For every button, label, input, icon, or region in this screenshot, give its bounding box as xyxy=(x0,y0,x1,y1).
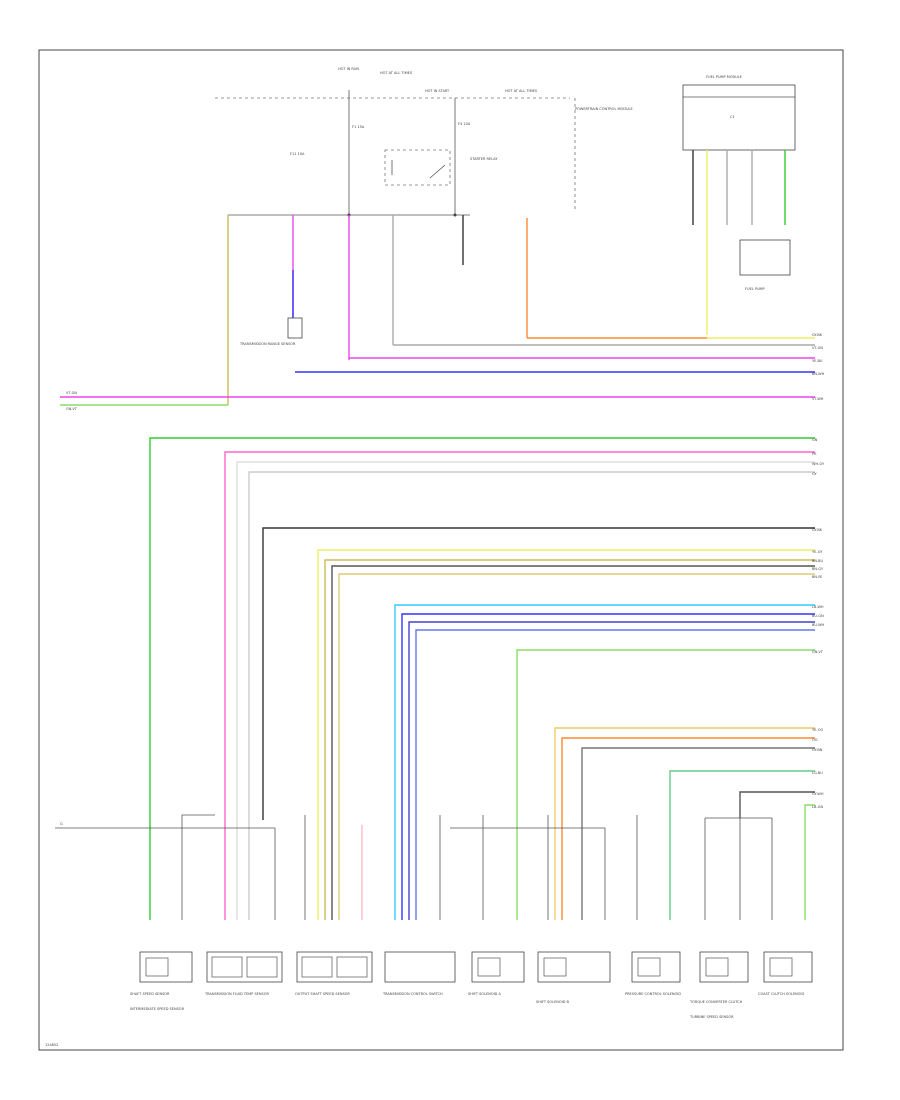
right-label-8: GY xyxy=(812,472,818,476)
right-label-11: BN-BU xyxy=(812,559,824,563)
left-label-2: GN-VT xyxy=(66,407,78,411)
right-label-0: GY-BK xyxy=(812,333,823,337)
right-label-4: VT-WH xyxy=(812,397,824,401)
starter-relay-label: STARTER RELAY xyxy=(470,157,498,161)
component-inner-6 xyxy=(543,957,567,977)
top-label-2: HOT AT ALL TIMES xyxy=(380,71,413,75)
fuel-module-label: FUEL PUMP MODULE xyxy=(706,75,742,79)
bottom-label-8: TORQUE CONVERTER CLUTCH xyxy=(689,1000,743,1004)
component-inner-7 xyxy=(637,957,661,977)
right-label-23: LB-GN xyxy=(812,805,823,809)
bottom-label-4: TRANSMISSION CONTROL SWITCH xyxy=(382,992,443,996)
top-label-4: HOT AT ALL TIMES xyxy=(505,89,538,93)
run-grey-3 xyxy=(581,747,815,920)
run-green-main xyxy=(149,437,815,920)
right-label-14: LB-WH xyxy=(812,605,824,609)
right-label-19: OG xyxy=(812,738,818,742)
trans-range-sensor xyxy=(287,317,303,339)
run-blue-2 xyxy=(401,613,815,920)
right-label-21: LG-BU xyxy=(812,771,823,775)
run-lightgreen-2 xyxy=(516,649,815,920)
fuel-pump-module xyxy=(682,84,796,151)
component-inner-2a xyxy=(211,956,243,978)
right-label-13: BN-YE xyxy=(812,575,822,579)
relay-switch xyxy=(429,164,446,179)
fuel-pump-label: FUEL PUMP xyxy=(745,287,765,291)
pcm-label: POWERTRAIN CONTROL MODULE xyxy=(575,107,633,111)
connector-label: C1 xyxy=(730,115,735,119)
component-box-4 xyxy=(384,951,456,983)
page-id: 124852 xyxy=(45,1043,58,1047)
right-label-18: YE-OG xyxy=(812,728,823,732)
right-label-3: BN-WH xyxy=(812,372,825,376)
fuel-pump-box xyxy=(739,239,791,276)
fuse-label-2: F1 15A xyxy=(352,125,365,129)
right-label-1: VT-GN xyxy=(812,346,823,350)
bottom-label-6: SHIFT SOLENOID B xyxy=(536,1000,569,1004)
right-label-10: YE-GY xyxy=(812,550,823,554)
trans-range-label: TRANSMISSION RANGE SENSOR xyxy=(239,342,296,346)
right-label-15: BU-GN xyxy=(812,614,824,618)
run-blue-3 xyxy=(408,621,815,920)
right-label-17: GN-VT xyxy=(812,650,824,654)
run-green-3 xyxy=(669,770,815,920)
bottom-label-1: SHAFT SPEED SENSOR xyxy=(130,992,170,996)
run-yellow-2 xyxy=(317,549,815,920)
run-dark-2 xyxy=(331,565,815,920)
starter-relay-box xyxy=(384,149,451,186)
left-label-1: VT-GN xyxy=(66,391,77,395)
bottom-label-11: TURBINE SPEED SENSOR xyxy=(689,1015,734,1019)
right-label-20: GY-BN xyxy=(812,748,823,752)
run-tan-2 xyxy=(324,559,815,920)
top-label-1: HOT IN RUN xyxy=(338,67,359,71)
run-white-main xyxy=(236,461,815,920)
ground-label: G xyxy=(60,822,63,826)
run-dark-3 xyxy=(739,791,815,818)
run-yellow-3 xyxy=(554,727,815,920)
run-tan-3 xyxy=(338,573,815,920)
ground-drop-1 xyxy=(181,814,215,920)
run-orange-2 xyxy=(561,737,815,920)
right-label-22: GY-WH xyxy=(812,792,824,796)
run-blue-4 xyxy=(415,629,815,920)
right-label-7: WH-GY xyxy=(812,462,825,466)
right-label-12: BN-GY xyxy=(812,567,824,571)
bottom-label-3: OUTPUT SHAFT SPEED SENSOR xyxy=(295,992,350,996)
splice-dot-2 xyxy=(453,213,457,217)
right-label-9: GY-BK xyxy=(812,528,823,532)
run-cyan-1 xyxy=(394,604,815,920)
bottom-label-5: SHIFT SOLENOID A xyxy=(468,992,501,996)
run-lightgreen-3 xyxy=(804,804,815,920)
component-inner-3b xyxy=(336,956,368,978)
component-inner-3a xyxy=(301,956,333,978)
bottom-label-10: INTERMEDIATE SPEED SENSOR xyxy=(130,1007,185,1011)
component-inner-9 xyxy=(769,957,793,977)
component-inner-1 xyxy=(145,957,169,977)
right-label-2: YE-BU xyxy=(812,359,823,363)
fuse-label-1: F11 10A xyxy=(290,152,305,156)
component-inner-8 xyxy=(705,957,729,977)
component-inner-2b xyxy=(246,956,278,978)
run-pink-main xyxy=(224,451,815,920)
component-inner-5 xyxy=(477,957,501,977)
right-label-16: BU-WH xyxy=(812,623,825,627)
top-label-3: HOT IN START xyxy=(425,89,450,93)
run-black-main xyxy=(262,527,815,820)
right-label-5: GN xyxy=(812,438,818,442)
diagram-frame xyxy=(38,49,844,1051)
bottom-label-2: TRANSMISSION FLUID TEMP SENSOR xyxy=(204,992,269,996)
bottom-label-7: PRESSURE CONTROL SOLENOID xyxy=(625,992,681,996)
fuse-label-3: F4 10A xyxy=(458,122,471,126)
run-grey-main xyxy=(248,471,815,920)
right-label-6: PK xyxy=(812,452,817,456)
bottom-label-9: COAST CLUTCH SOLENOID xyxy=(758,992,804,996)
